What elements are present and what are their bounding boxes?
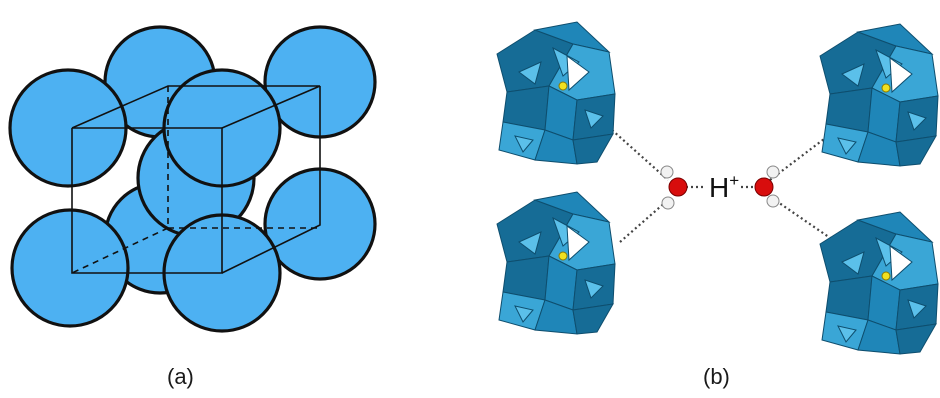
hydrogen-atom [661, 196, 675, 210]
keggin-cluster-bottom-left [496, 191, 616, 335]
oxygen-atom [754, 177, 774, 197]
water-molecule-right [754, 165, 780, 208]
hbond-bottom-left [619, 199, 669, 243]
proton-label: H+ [709, 171, 739, 203]
unit-cell-wireframe [71, 85, 321, 274]
proton-charge: + [729, 171, 739, 190]
hbond-top-right [769, 135, 829, 181]
panel-b-label: (b) [703, 364, 730, 389]
panel-a-packing-diagram [8, 25, 377, 333]
hydrogen-atom [660, 165, 674, 179]
panel-b-proton-bridge-diagram: H+ [496, 21, 939, 355]
oxygen-atom [668, 177, 688, 197]
keggin-cluster-top-right [819, 23, 939, 167]
keggin-cluster-bottom-right [819, 211, 939, 355]
water-molecule-left [660, 165, 688, 210]
hydrogen-atom [766, 194, 780, 208]
proton-symbol: H [709, 172, 729, 203]
hbond-bottom-right [771, 197, 837, 243]
hbond-top-left [611, 129, 669, 181]
sphere-front-bottom-left [10, 208, 130, 328]
panel-a-label: (a) [167, 364, 194, 389]
hydrogen-atom [766, 165, 780, 179]
keggin-cluster-top-left [496, 21, 616, 165]
